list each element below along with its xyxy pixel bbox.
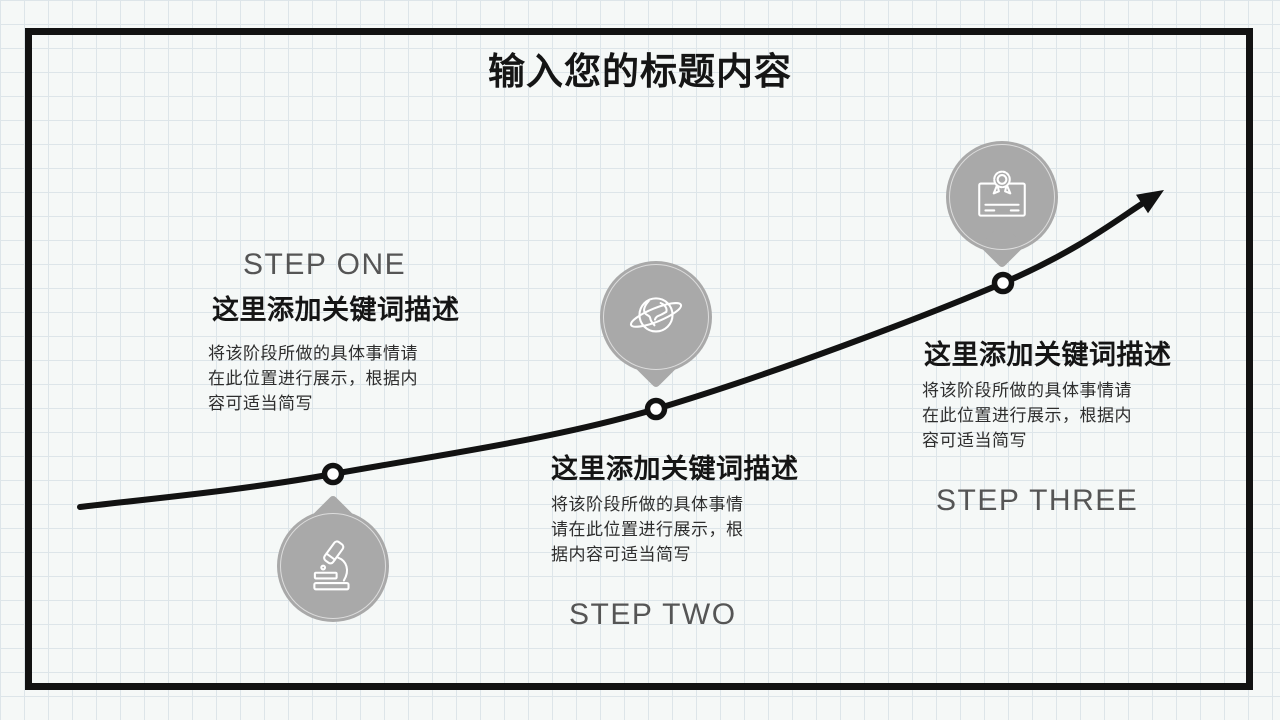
step-two-heading: 这里添加关键词描述 <box>551 454 799 484</box>
step-one-heading: 这里添加关键词描述 <box>212 295 460 325</box>
step-one-body: 将该阶段所做的具体事情请 在此位置进行展示，根据内 容可适当简写 <box>208 344 418 413</box>
step-two-label: STEP TWO <box>569 598 737 631</box>
microscope-icon <box>313 540 350 591</box>
step-two-body: 将该阶段所做的具体事情 请在此位置进行展示，根 据内容可适当简写 <box>551 495 744 564</box>
slide-border-frame <box>25 28 1253 690</box>
step-one-label: STEP ONE <box>243 248 407 281</box>
step-one-icon-bubble <box>277 494 389 622</box>
step-three-body: 将该阶段所做的具体事情请 在此位置进行展示，根据内 容可适当简写 <box>922 381 1132 450</box>
globe-icon <box>629 297 683 333</box>
step-three-label: STEP THREE <box>936 484 1139 517</box>
slide-title: 输入您的标题内容 <box>488 51 792 92</box>
step-three-heading: 这里添加关键词描述 <box>924 340 1172 370</box>
certificate-icon <box>978 170 1026 217</box>
step-three-icon-bubble <box>946 141 1058 269</box>
step-two-icon-bubble <box>600 261 712 389</box>
